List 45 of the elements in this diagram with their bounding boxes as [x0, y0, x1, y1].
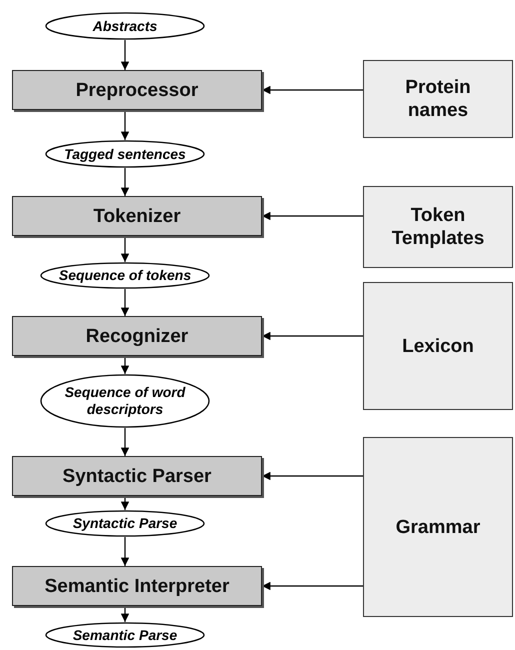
node-label: Syntactic Parser — [62, 464, 212, 488]
process-box — [12, 196, 262, 236]
node-label: Lexicon — [401, 334, 475, 358]
node-label: Sequence of word descriptors — [64, 384, 186, 418]
node-label: Token Templates — [390, 204, 486, 250]
arrow — [120, 428, 130, 456]
data-ellipse — [40, 374, 210, 428]
node-label: Tokenizer — [92, 204, 182, 228]
node-label: Preprocessor — [74, 78, 200, 102]
process-box — [12, 456, 262, 496]
data-ellipse — [45, 622, 205, 648]
data-ellipse — [40, 262, 210, 289]
arrow — [262, 86, 363, 94]
node-label: Grammar — [394, 516, 482, 538]
arrow — [262, 332, 363, 340]
node-label: Semantic Interpreter — [44, 574, 230, 598]
data-ellipse — [45, 12, 205, 40]
arrow — [120, 289, 130, 316]
process-box — [12, 566, 262, 606]
node-label: Protein names — [404, 76, 472, 122]
process-box — [12, 316, 262, 356]
node-label: Tagged sentences — [63, 146, 187, 162]
arrow — [120, 168, 130, 196]
arrow — [262, 582, 363, 590]
data-ellipse — [45, 140, 205, 168]
arrow — [262, 212, 363, 220]
arrow — [120, 496, 130, 510]
arrow — [120, 40, 130, 70]
node-label: Semantic Parse — [72, 626, 178, 644]
resource-box — [363, 60, 513, 138]
arrow — [120, 236, 130, 262]
resource-box — [363, 437, 513, 617]
resource-box — [363, 186, 513, 268]
resource-box — [363, 282, 513, 410]
node-label: Recognizer — [84, 324, 190, 348]
data-ellipse — [45, 510, 205, 537]
node-label: Syntactic Parse — [72, 515, 178, 532]
node-label: Abstracts — [92, 18, 158, 34]
arrow — [262, 472, 363, 480]
arrow — [120, 356, 130, 374]
arrow — [120, 606, 130, 622]
node-label: Sequence of tokens — [58, 267, 192, 284]
arrow — [120, 537, 130, 566]
process-box — [12, 70, 262, 110]
arrow — [120, 110, 130, 140]
